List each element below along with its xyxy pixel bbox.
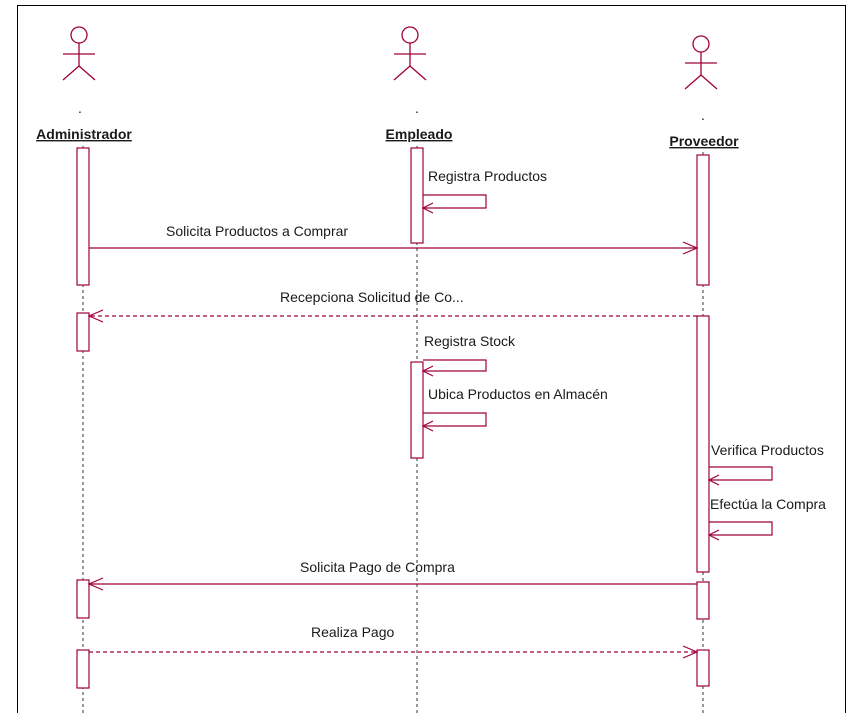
message-arrow-ubica-productos — [423, 412, 487, 427]
message-label-solicita-pago: Solicita Pago de Compra — [300, 559, 455, 575]
arrowhead-registra-stock — [421, 365, 434, 377]
message-label-realiza-pago: Realiza Pago — [311, 624, 394, 640]
activation-administrador-4 — [76, 649, 90, 689]
message-label-solicita-productos: Solicita Productos a Comprar — [166, 223, 348, 239]
message-label-recepciona-solicitud: Recepciona Solicitud de Co... — [280, 289, 464, 305]
actor-administrador-label: Administrador — [36, 126, 132, 142]
message-arrow-registra-productos — [423, 194, 487, 209]
diagram-frame — [17, 5, 846, 713]
actor-administrador-stereotype: . — [78, 100, 82, 116]
activation-empleado-1 — [410, 147, 424, 244]
message-label-efectua-compra: Efectúa la Compra — [710, 496, 826, 512]
activation-proveedor-1 — [696, 154, 710, 286]
arrowhead-recepciona-solicitud — [87, 309, 104, 323]
actor-proveedor-icon — [684, 35, 718, 90]
activation-proveedor-4 — [696, 649, 710, 687]
message-label-registra-stock: Registra Stock — [424, 333, 516, 349]
actor-proveedor-stereotype: . — [701, 107, 705, 123]
arrowhead-efectua-compra — [707, 529, 720, 541]
message-label-verifica-productos: Verifica Productos — [711, 442, 824, 458]
arrowhead-solicita-pago — [87, 577, 104, 591]
message-label-ubica-productos: Ubica Productos en Almacén — [428, 386, 608, 402]
message-arrow-efectua-compra — [709, 521, 773, 536]
actor-empleado-icon — [393, 26, 427, 81]
actor-proveedor-label: Proveedor — [669, 133, 739, 149]
activation-proveedor-2 — [696, 315, 710, 573]
activation-administrador-2 — [76, 312, 90, 352]
arrowhead-registra-productos — [421, 202, 434, 214]
arrowhead-realiza-pago — [682, 645, 699, 659]
arrowhead-verifica-productos — [707, 474, 720, 486]
message-arrow-verifica-productos — [709, 466, 773, 481]
activation-administrador-3 — [76, 579, 90, 619]
arrowhead-solicita-productos — [682, 241, 699, 255]
activation-proveedor-3 — [696, 581, 710, 620]
actor-empleado-stereotype: . — [415, 100, 419, 116]
message-label-registra-productos: Registra Productos — [428, 168, 547, 184]
actor-administrador-icon — [62, 26, 96, 81]
activation-administrador-1 — [76, 147, 90, 286]
activation-empleado-2 — [410, 361, 424, 459]
arrowhead-ubica-productos — [421, 420, 434, 432]
actor-empleado-label: Empleado — [386, 126, 453, 142]
message-arrow-registra-stock — [423, 359, 487, 372]
